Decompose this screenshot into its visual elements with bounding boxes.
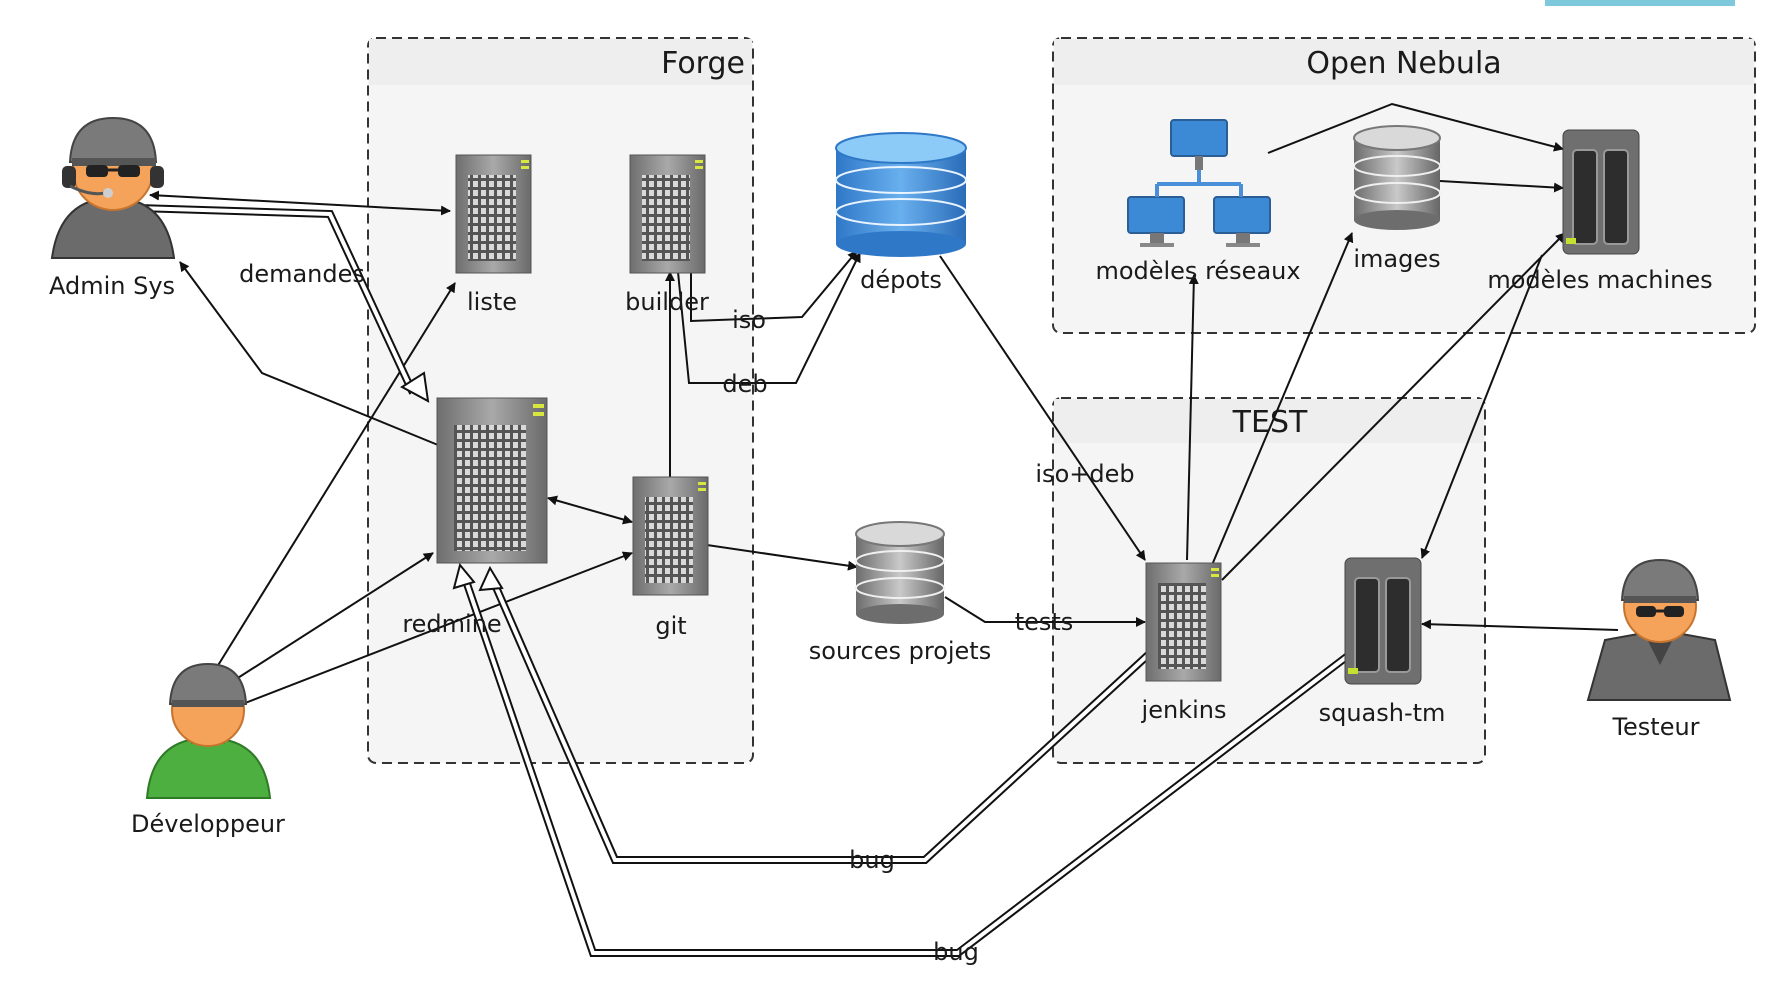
developer-person-icon: [145, 662, 272, 799]
edge-builder-depots-iso: [690, 250, 858, 323]
edge-label-bug-squash: bug: [933, 938, 979, 966]
label-redmine: redmine: [402, 610, 501, 638]
edge-git-sources: [706, 544, 858, 571]
database-icon: [835, 132, 967, 257]
label-git: git: [655, 612, 686, 640]
group-forge-title: Forge: [661, 46, 745, 81]
edge-jenkins-machines: [1221, 232, 1566, 581]
network-icon: [1127, 119, 1271, 247]
server-icon: [629, 154, 706, 274]
server-icon: [455, 154, 532, 274]
server-icon: [436, 397, 548, 564]
edge-label-iso: iso: [732, 306, 766, 334]
edge-jenkins-reseaux: [1186, 274, 1199, 561]
edge-label-iso-deb: iso+deb: [1035, 460, 1134, 488]
label-depots: dépots: [860, 266, 942, 294]
edges: [149, 102, 1619, 706]
edge-dev-redmine: [229, 552, 434, 684]
label-jenkins: jenkins: [1141, 696, 1227, 724]
label-sources-projets: sources projets: [809, 637, 991, 665]
nas-icon: [1344, 557, 1422, 685]
label-modeles-machines: modèles machines: [1487, 266, 1712, 294]
edge-redmine-admin: [179, 261, 439, 446]
label-developpeur: Développeur: [131, 810, 285, 838]
edge-depots-jenkins: [939, 255, 1146, 561]
edge-label-demandes: demandes: [239, 260, 365, 288]
edge-images-machines: [1439, 180, 1564, 193]
tester-person-icon: [1586, 558, 1732, 701]
edge-label-bug-jenkins: bug: [849, 846, 895, 874]
top-tab-remnant: [1545, 0, 1735, 6]
database-icon: [855, 521, 945, 624]
group-open-nebula-title: Open Nebula: [1306, 46, 1501, 81]
edge-sources-jenkins: [944, 596, 1146, 627]
label-liste: liste: [467, 288, 517, 316]
label-squash-tm: squash-tm: [1319, 699, 1446, 727]
edge-label-tests: tests: [1015, 608, 1074, 636]
edge-reseaux-machines: [1267, 102, 1564, 154]
double-edges: [137, 204, 1352, 957]
edge-jenkins-images: [1211, 232, 1354, 566]
edge-dev-liste: [216, 282, 456, 668]
edge-tester-squash: [1421, 619, 1619, 631]
label-builder: builder: [625, 288, 709, 316]
label-testeur: Testeur: [1611, 713, 1699, 741]
server-icon: [632, 476, 709, 596]
database-icon: [1353, 125, 1441, 230]
edge-redmine-git: [547, 495, 633, 525]
group-test-title: TEST: [1232, 405, 1308, 440]
label-admin-sys: Admin Sys: [49, 272, 175, 300]
nas-icon: [1562, 129, 1640, 255]
edge-builder-depots-deb: [677, 252, 861, 384]
server-icon: [1145, 562, 1222, 682]
edge-dev-git: [239, 551, 633, 706]
edge-label-deb: deb: [722, 370, 767, 398]
edge-machines-squash: [1420, 254, 1543, 559]
edge-admin-liste: [149, 190, 451, 216]
admin-person-icon: [50, 116, 176, 259]
label-images: images: [1353, 245, 1440, 273]
label-modeles-reseaux: modèles réseaux: [1095, 257, 1300, 285]
